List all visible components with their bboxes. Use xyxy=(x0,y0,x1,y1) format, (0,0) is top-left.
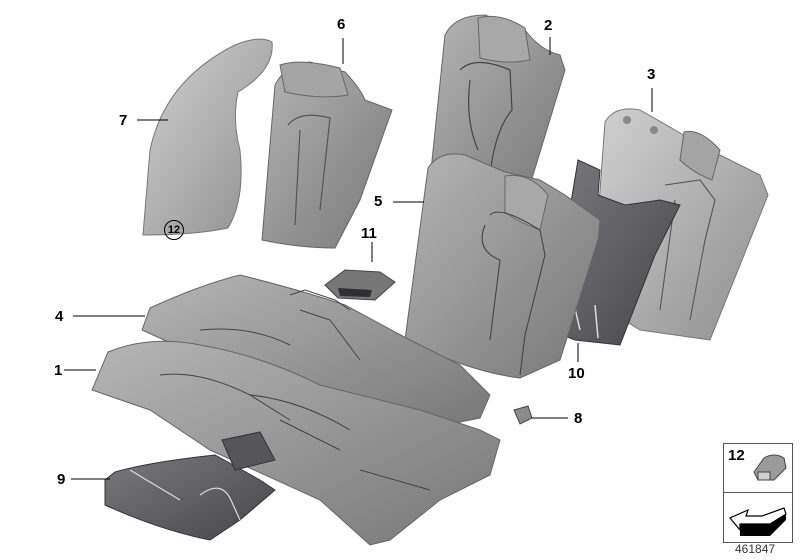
callout-3[interactable]: 3 xyxy=(647,66,656,83)
part-9-cushion-panel[interactable] xyxy=(104,431,276,541)
callout-6[interactable]: 6 xyxy=(337,16,346,33)
leader-lines xyxy=(64,37,653,480)
part-2-seat-backrest-center[interactable] xyxy=(429,14,566,201)
callout-2[interactable]: 2 xyxy=(544,17,553,34)
callout-4[interactable]: 4 xyxy=(55,308,64,325)
callout-5[interactable]: 5 xyxy=(374,193,383,210)
callout-1[interactable]: 1 xyxy=(54,362,63,379)
part-4-seat-cushion-cover-upper[interactable] xyxy=(141,274,491,431)
diagram-id: 461847 xyxy=(735,542,776,556)
part-11-storage-tray[interactable] xyxy=(324,269,396,301)
legend-divider xyxy=(724,492,792,493)
callout-11[interactable]: 11 xyxy=(361,225,377,242)
legend-box: 12 xyxy=(723,443,793,543)
part-8-clip[interactable] xyxy=(513,405,533,425)
callout-10[interactable]: 10 xyxy=(568,365,585,382)
circled-reference-12[interactable]: 12 xyxy=(164,220,184,240)
legend-number: 12 xyxy=(728,447,745,464)
callout-9[interactable]: 9 xyxy=(57,471,66,488)
part-6-seat-backrest-left[interactable] xyxy=(261,61,393,249)
direction-arrow-icon xyxy=(729,507,787,536)
part-10-backrest-panel[interactable] xyxy=(549,159,681,346)
callout-7[interactable]: 7 xyxy=(119,112,128,129)
part-7-side-bolster[interactable] xyxy=(142,38,273,236)
clip-part-icon xyxy=(753,454,787,481)
part-5-seat-backrest-front[interactable] xyxy=(404,153,601,379)
callout-8[interactable]: 8 xyxy=(574,410,583,427)
part-1-seat-cushion[interactable] xyxy=(91,340,501,546)
